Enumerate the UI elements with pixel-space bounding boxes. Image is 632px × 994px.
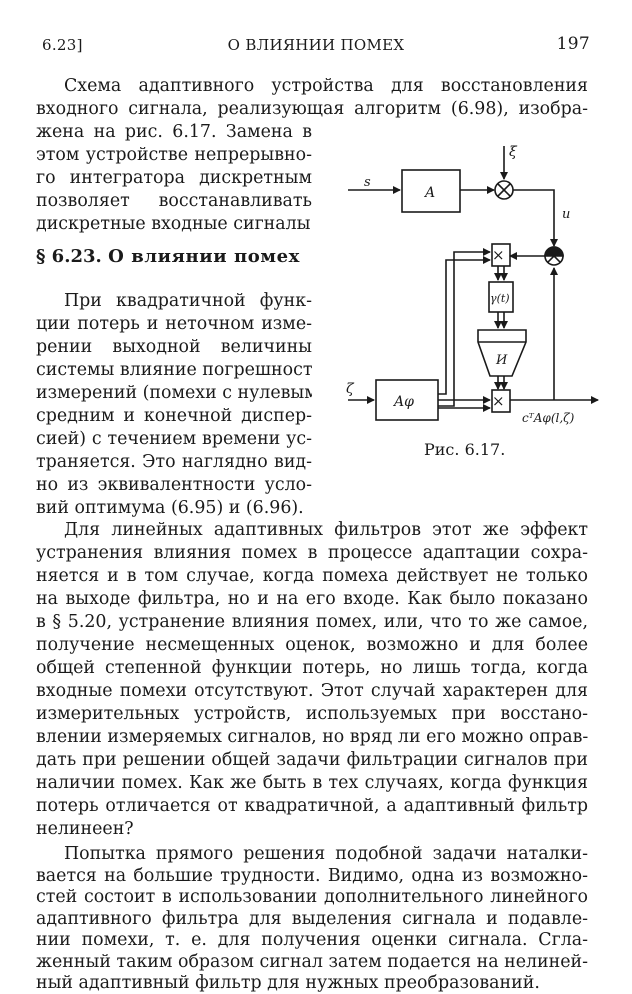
- label-integrator: И: [495, 353, 508, 368]
- text-line: входного сигнала, реализующая алгоритм (…: [36, 99, 588, 119]
- text-line: жена на рис. 6.17. Замена в: [36, 122, 312, 142]
- text-line: ции потерь и неточном изме-: [36, 314, 312, 334]
- label-a: A: [423, 185, 435, 201]
- text-line: адаптивного фильтра для выделения сигнал…: [36, 908, 588, 929]
- block-gamma: [488, 281, 514, 313]
- text-line: сией) с течением времени ус-: [36, 429, 312, 449]
- u-line: [513, 189, 558, 247]
- text-line: но из эквивалентности усло-: [36, 475, 312, 495]
- text-line: входные помехи отсутствуют. Этот случай …: [36, 681, 588, 701]
- text-line: При квадратичной функ-: [64, 291, 312, 311]
- text-line: устранения влияния помех в процессе адап…: [36, 543, 588, 563]
- text-line: рении выходной величины: [36, 337, 312, 357]
- text-line: потерь отличается от квадратичной, а ада…: [36, 796, 588, 816]
- header-running-title: О ВЛИЯНИИ ПОМЕХ: [227, 36, 405, 54]
- label-multiplier: ×: [492, 392, 505, 410]
- text-line: измерений (помехи с нулевым: [36, 383, 312, 403]
- text-line: этом устройстве непрерывно-: [36, 145, 312, 165]
- label-u: u: [562, 207, 570, 222]
- section-title: О влиянии помех: [108, 246, 301, 267]
- label-gamma: γ(t): [490, 292, 510, 305]
- text-line: нелинеен?: [36, 819, 134, 839]
- label-zeta: ζ: [346, 381, 355, 397]
- text-line: позволяет восстанавливать: [36, 191, 312, 211]
- multiplier-top: [491, 243, 511, 267]
- text-line: женный таким образом сигнал затем подает…: [36, 951, 588, 972]
- header-section-ref: 6.23]: [42, 36, 83, 54]
- text-line: получение несмещенных оценок, возможно и…: [36, 635, 588, 655]
- block-diagram: s A ξ u × γ(t) И × ζ Aφ cᵀAφ(l,ζ): [346, 144, 599, 425]
- text-line: в § 5.20, устранение влияния помех, или,…: [36, 612, 588, 632]
- label-multiplier: ×: [492, 246, 505, 264]
- section-number: § 6.23.: [36, 246, 102, 267]
- text-line: на выходе фильтра, но и на его входе. Ка…: [36, 589, 588, 609]
- text-line: общей степенной функции потерь, но лишь …: [36, 658, 588, 678]
- text-line: системы влияние погрешности: [36, 360, 312, 380]
- figure-caption-text: Рис. 6.17.: [424, 440, 506, 459]
- text-line: вий оптимума (6.95) и (6.96).: [36, 498, 304, 518]
- text-line: вается на большие трудности. Видимо, одн…: [36, 865, 588, 886]
- label-xi: ξ: [509, 144, 518, 160]
- multiplier-bottom: [491, 389, 511, 413]
- text-line: нии помехи, т. е. для получения оценки с…: [36, 930, 588, 950]
- header-page-number: 197: [556, 34, 590, 54]
- text-line: средним и конечной диспер-: [36, 406, 312, 426]
- text-line: няется и в том случае, когда помеха дейс…: [36, 566, 588, 586]
- text-line: стей состоит в использовании дополнитель…: [36, 887, 588, 907]
- figure-6-17: s A ξ u × γ(t) И × ζ Aφ cᵀAφ(l,ζ): [328, 138, 608, 438]
- text-line: ный адаптивный фильтр для нужных преобра…: [36, 973, 540, 993]
- text-line: го интегратора дискретным: [36, 168, 312, 188]
- text-line: Для линейных адаптивных фильтров этот же…: [64, 520, 588, 540]
- label-s: s: [364, 175, 371, 190]
- text-line: Попытка прямого решения подобной задачи …: [64, 844, 588, 864]
- label-a-phi: Aφ: [392, 394, 414, 410]
- text-line: измерительных устройств, используемых пр…: [36, 704, 588, 724]
- text-line: дискретные входные сигналы.: [36, 214, 312, 234]
- label-output: cᵀAφ(l,ζ): [522, 411, 575, 425]
- text-line: траняется. Это наглядно вид-: [36, 452, 312, 472]
- block-a: [401, 169, 461, 213]
- text-line: наличии помех. Как же быть в тех случаях…: [36, 773, 588, 793]
- text-line: влении измеряемых сигналов, но вряд ли е…: [36, 727, 588, 747]
- section-heading: § 6.23. О влиянии помех: [36, 245, 300, 269]
- text-line: дать при решении общей задачи фильтрации…: [36, 750, 588, 770]
- text-line: Схема адаптивного устройства для восстан…: [64, 76, 588, 96]
